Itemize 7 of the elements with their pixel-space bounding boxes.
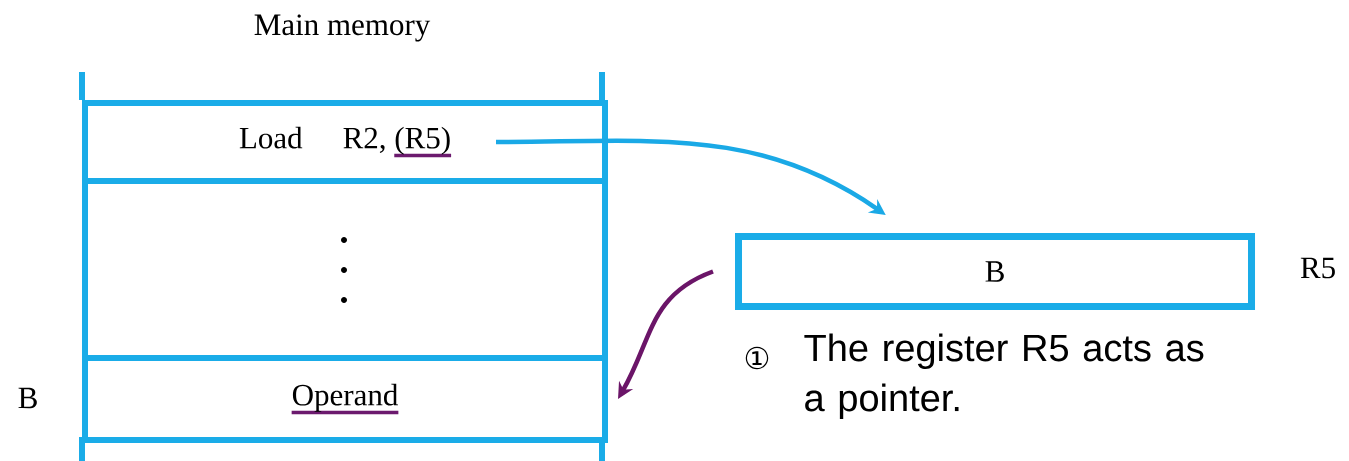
address-label: B: [18, 387, 37, 409]
heading: Main memory: [254, 14, 431, 42]
register-box: B: [735, 233, 1255, 310]
memory-cell: Load R2, (R5): [82, 100, 608, 184]
register-name: R5: [1300, 257, 1335, 279]
memory-cell: Operand: [82, 355, 608, 443]
callout-number: ①: [745, 346, 769, 370]
